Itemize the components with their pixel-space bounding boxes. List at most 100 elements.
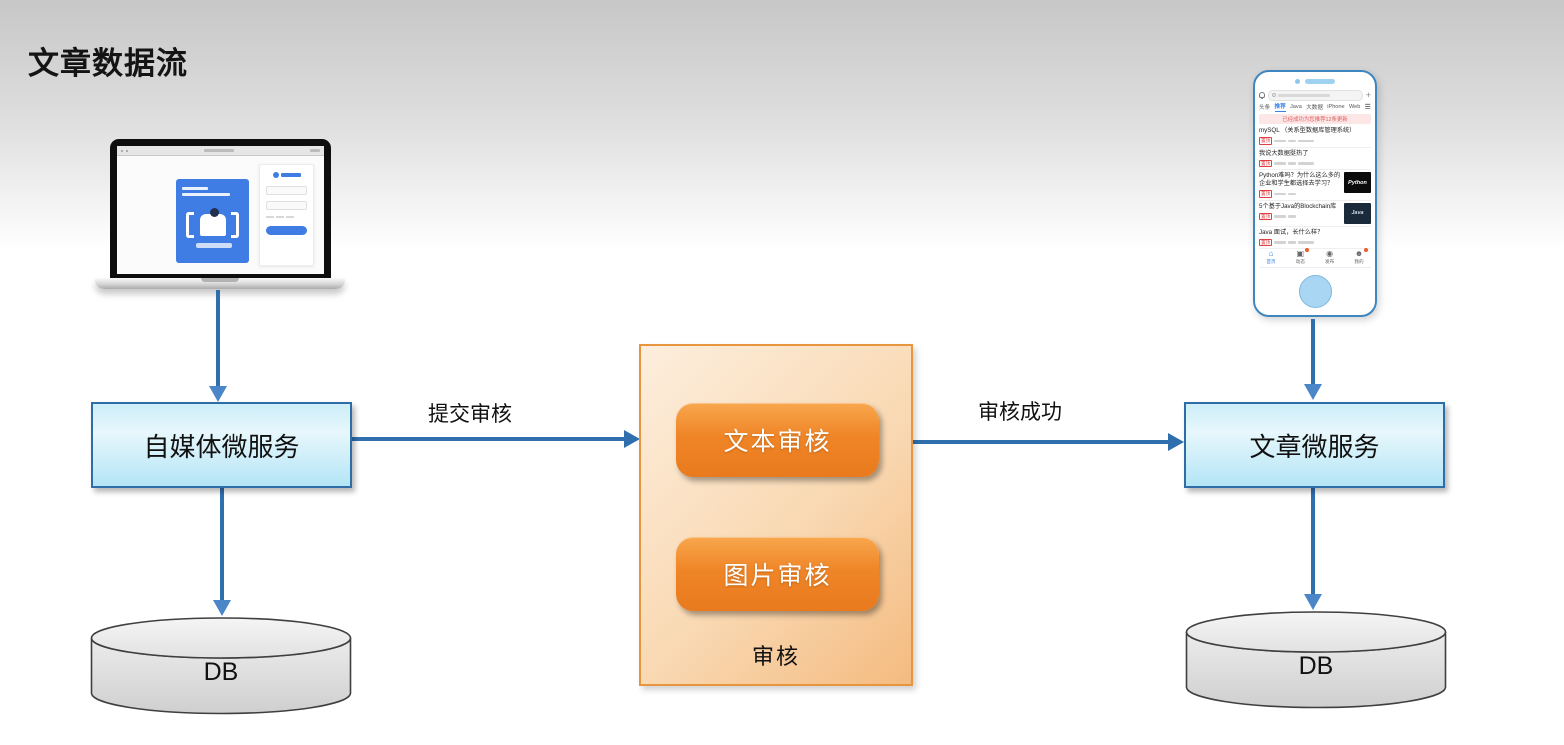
page-title: 文章数据流 <box>28 46 188 81</box>
notification-badge <box>1363 248 1368 253</box>
node-self-media-service: 自媒体微服务 <box>91 402 352 488</box>
nav-home[interactable]: ⌂ 首页 <box>1266 249 1276 265</box>
article-meta: 置顶 <box>1259 238 1371 247</box>
arrowhead-down-icon <box>1304 594 1322 610</box>
article-meta: 置顶 <box>1259 137 1371 145</box>
speaker-slot <box>1305 79 1335 84</box>
tab-toutiao[interactable]: 头条 <box>1259 105 1271 111</box>
laptop-screen <box>110 139 331 278</box>
tab-java[interactable]: Java <box>1290 104 1302 110</box>
node-image-review: 图片审核 <box>676 537 879 611</box>
edge-label-success: 审核成功 <box>978 401 1062 424</box>
home-button[interactable] <box>1298 275 1332 309</box>
browser-tab <box>204 149 234 152</box>
article-list-item[interactable]: Java 面试，长什么样？ 置顶 <box>1259 227 1371 249</box>
camera-dot-icon <box>1295 79 1300 84</box>
window-dot-icon <box>121 149 123 152</box>
arrowhead-right-icon <box>1168 433 1184 451</box>
update-notice: 已经成功为您推荐12条更新 <box>1259 114 1371 124</box>
menu-icon[interactable]: ☰ <box>1364 104 1371 111</box>
tab-web[interactable]: Web <box>1348 104 1361 110</box>
hero-illustration <box>182 208 243 248</box>
login-button[interactable] <box>266 226 307 235</box>
logo-icon <box>272 172 279 178</box>
article-list-item[interactable]: 5个基于Java的Blockchain库 置顶 Java <box>1259 201 1371 227</box>
node-label: 图片审核 <box>723 562 832 590</box>
bell-icon[interactable] <box>1259 92 1265 99</box>
login-form-card <box>259 164 314 266</box>
node-text-review: 文本审核 <box>676 403 879 477</box>
arrow-review-success <box>913 440 1168 444</box>
arrowhead-right-icon <box>624 430 640 448</box>
user-icon: ☻ <box>1354 249 1364 259</box>
article-title: 5个基于Java的Blockchain库 <box>1259 202 1337 210</box>
password-field[interactable] <box>266 201 307 210</box>
bottom-nav: ⌂ 首页 ▣ 动态 ◉ 发布 ☻ 我的 <box>1259 248 1371 266</box>
pinned-tag: 置顶 <box>1259 159 1273 168</box>
channel-tabs: 头条 推荐 Java 大数据 iPhone Web ☰ <box>1259 101 1371 113</box>
logo-wordmark <box>280 173 301 177</box>
hero-text-line <box>182 193 230 196</box>
arrow-phone-to-article-service <box>1311 319 1315 384</box>
person-head <box>210 208 219 217</box>
browser-control <box>310 149 320 152</box>
node-label: 自媒体微服务 <box>143 431 300 462</box>
notification-badge <box>1305 248 1310 253</box>
app-logo <box>266 172 307 178</box>
tab-tuijian[interactable]: 推荐 <box>1274 104 1286 112</box>
phone-app-screen: + 头条 推荐 Java 大数据 iPhone Web ☰ 已经成功为您推荐12… <box>1259 89 1371 269</box>
home-icon: ⌂ <box>1268 249 1274 259</box>
article-meta: 置顶 <box>1259 212 1341 221</box>
article-title: 我说大数据挺热了 <box>1259 149 1309 157</box>
camera-icon: ◉ <box>1326 249 1334 259</box>
article-list-item[interactable]: 我说大数据挺热了 置顶 <box>1259 148 1371 171</box>
node-db-left: DB <box>90 616 352 716</box>
edge-label-submit: 提交审核 <box>428 403 512 426</box>
pinned-tag: 置顶 <box>1259 238 1273 247</box>
arrow-submit-review <box>352 437 624 441</box>
hero-text-line <box>182 187 208 190</box>
node-label: 文章微服务 <box>1249 431 1380 462</box>
browser-chrome-bar <box>117 146 324 156</box>
article-title: Java 面试，长什么样？ <box>1259 228 1324 236</box>
db-label: DB <box>1298 652 1334 680</box>
review-group-panel: 文本审核 图片审核 审核 <box>639 344 913 686</box>
login-hero-panel <box>176 179 249 263</box>
nav-feed[interactable]: ▣ 动态 <box>1290 248 1310 265</box>
pinned-tag: 置顶 <box>1259 137 1273 145</box>
pinned-tag: 置顶 <box>1259 212 1273 221</box>
tab-bigdata[interactable]: 大数据 <box>1306 105 1323 111</box>
article-list-item[interactable]: mySQL （关系型数据库管理系统） 置顶 <box>1259 125 1371 148</box>
article-thumbnail-python: Python <box>1344 172 1371 194</box>
arrow-laptop-to-self-media <box>216 290 220 386</box>
nav-profile[interactable]: ☻ 我的 <box>1349 248 1369 265</box>
phone-speaker-area <box>1295 79 1335 84</box>
laptop-notch <box>201 278 239 282</box>
pinned-tag: 置顶 <box>1259 190 1273 198</box>
search-placeholder-bar <box>1278 93 1330 97</box>
cylinder-shape <box>1185 611 1447 709</box>
search-icon <box>1272 93 1276 97</box>
nav-publish[interactable]: ◉ 发布 <box>1325 249 1335 265</box>
laptop-base <box>95 278 345 289</box>
db-label: DB <box>203 658 239 686</box>
arrowhead-down-icon <box>209 386 227 402</box>
article-list-item[interactable]: Python难吗？为什么这么多的企业和学生都选择去学习？ 置顶 Python <box>1259 170 1371 201</box>
tab-iphone[interactable]: iPhone <box>1327 104 1345 110</box>
illustration-base <box>196 243 232 248</box>
laptop-browser-window <box>117 146 324 274</box>
agreement-row <box>266 216 307 218</box>
bracket-shape <box>186 212 194 238</box>
arrowhead-down-icon <box>213 600 231 616</box>
article-thumbnail-java: Java <box>1344 202 1371 224</box>
search-input[interactable] <box>1268 89 1363 101</box>
phone-illustration: + 头条 推荐 Java 大数据 iPhone Web ☰ 已经成功为您推荐12… <box>1253 70 1377 317</box>
article-title: mySQL （关系型数据库管理系统） <box>1259 127 1356 134</box>
feed-icon: ▣ <box>1296 249 1305 259</box>
arrowhead-down-icon <box>1304 384 1322 400</box>
add-icon[interactable]: + <box>1365 89 1371 100</box>
article-title: Python难吗？为什么这么多的企业和学生都选择去学习？ <box>1259 172 1341 188</box>
person-illustration <box>200 214 226 236</box>
username-field[interactable] <box>266 186 307 195</box>
window-dot-icon <box>126 149 128 152</box>
